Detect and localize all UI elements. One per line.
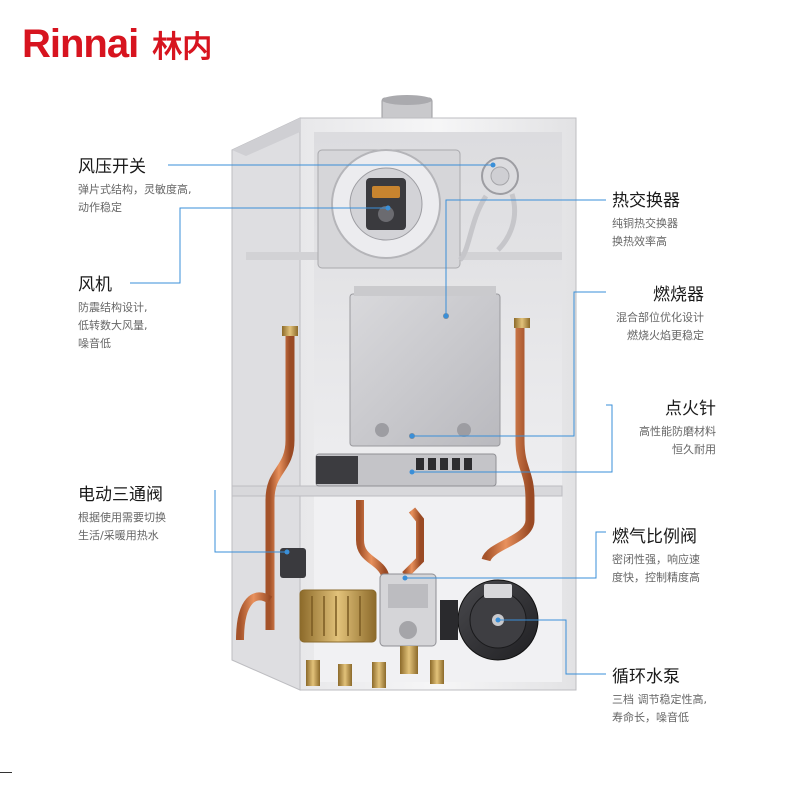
label-burner: 燃烧器 混合部位优化设计 燃烧火焰更稳定 xyxy=(612,280,704,345)
label-title: 热交换器 xyxy=(612,191,680,211)
label-desc-line: 三档 调节稳定性高, xyxy=(612,693,707,706)
label-desc-line: 防震结构设计, xyxy=(78,301,148,314)
label-desc-line: 根据使用需要切换 xyxy=(78,511,166,524)
label-desc-line: 生活/采暖用热水 xyxy=(78,529,159,542)
label-desc-line: 密闭性强，响应速 xyxy=(612,553,700,566)
label-desc-line: 纯铜热交换器 xyxy=(612,217,678,230)
label-desc-line: 混合部位优化设计 xyxy=(616,311,704,324)
label-desc-line: 噪音低 xyxy=(78,337,111,350)
label-desc-line: 弹片式结构，灵敏度高, xyxy=(78,183,192,196)
label-title: 点火针 xyxy=(665,399,716,419)
label-desc-line: 燃烧火焰更稳定 xyxy=(627,329,704,342)
label-desc-line: 低转数大风量, xyxy=(78,319,148,332)
label-gas-valve: 燃气比例阀 密闭性强，响应速 度快，控制精度高 xyxy=(612,522,700,587)
brand-name-latin: Rinnai xyxy=(22,22,139,66)
label-desc-line: 换热效率高 xyxy=(612,235,667,248)
label-fan: 风机 防震结构设计, 低转数大风量, 噪音低 xyxy=(78,270,148,353)
label-heat-exchanger: 热交换器 纯铜热交换器 换热效率高 xyxy=(612,186,680,251)
label-desc-line: 恒久耐用 xyxy=(672,443,716,456)
brand-logo: Rinnai 林内 xyxy=(22,22,212,67)
label-ignition-needle: 点火针 高性能防磨材料 恒久耐用 xyxy=(630,394,716,459)
corner-mark xyxy=(0,772,12,773)
label-desc-line: 动作稳定 xyxy=(78,201,122,214)
label-title: 风压开关 xyxy=(78,157,146,177)
label-title: 燃烧器 xyxy=(653,285,704,305)
label-desc-line: 度快，控制精度高 xyxy=(612,571,700,584)
label-title: 电动三通阀 xyxy=(78,485,163,505)
brand-name-cn: 林内 xyxy=(152,30,213,65)
label-circulation-pump: 循环水泵 三档 调节稳定性高, 寿命长，噪音低 xyxy=(612,662,707,727)
label-three-way-valve: 电动三通阀 根据使用需要切换 生活/采暖用热水 xyxy=(78,480,166,545)
label-title: 循环水泵 xyxy=(612,667,680,687)
label-desc-line: 高性能防磨材料 xyxy=(639,425,716,438)
label-title: 风机 xyxy=(78,275,112,295)
label-title: 燃气比例阀 xyxy=(612,527,697,547)
label-air-pressure-switch: 风压开关 弹片式结构，灵敏度高, 动作稳定 xyxy=(78,152,192,217)
label-desc-line: 寿命长，噪音低 xyxy=(612,711,689,724)
